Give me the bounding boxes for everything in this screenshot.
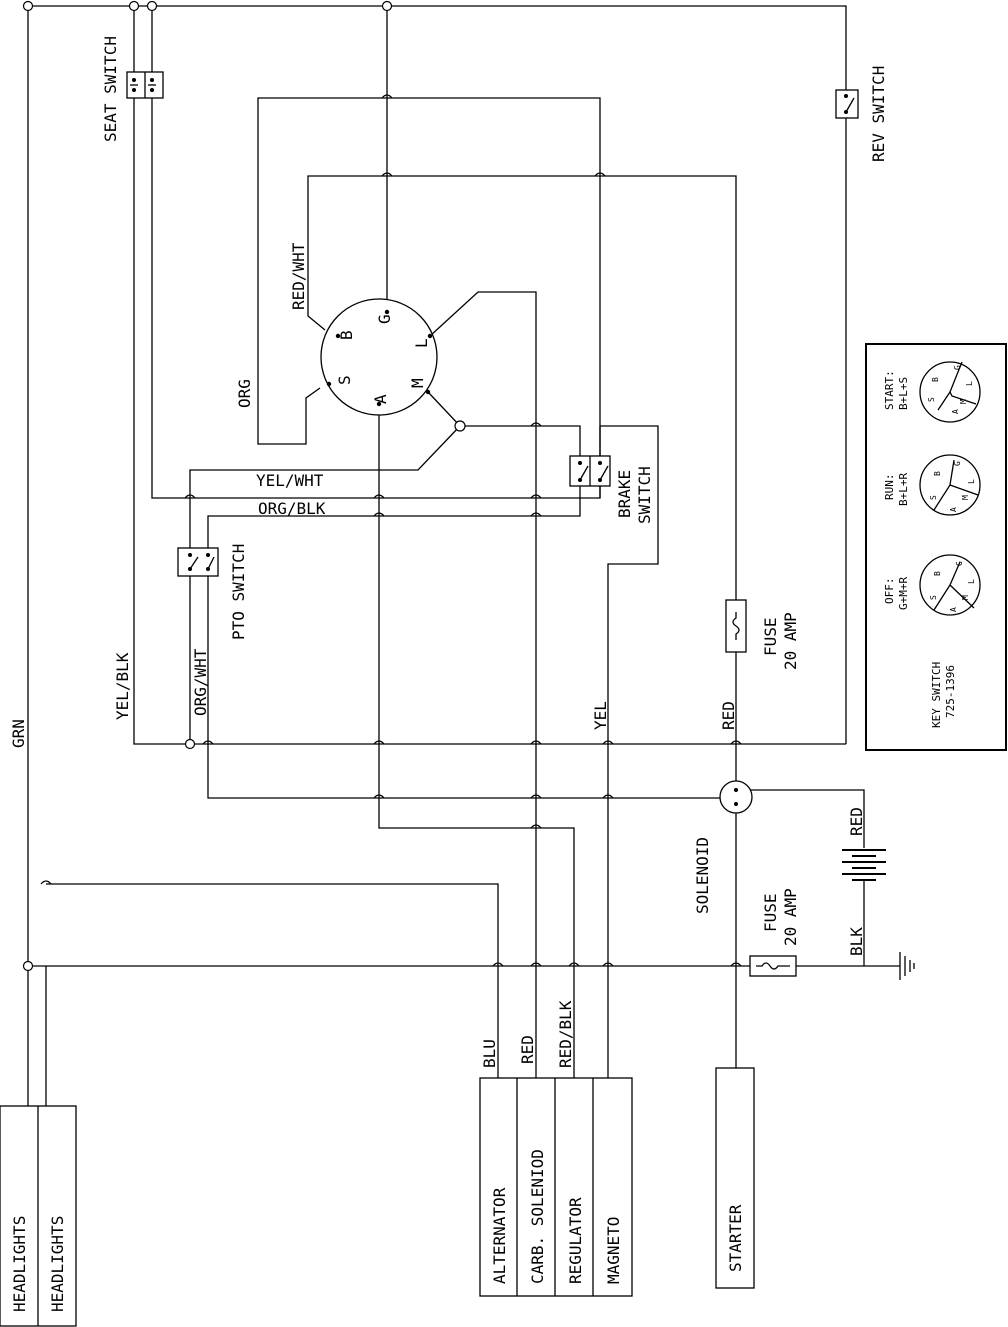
engine-block xyxy=(479,1077,633,1297)
ground-icon xyxy=(899,952,915,980)
wire-label-red-main: RED xyxy=(719,701,738,730)
run-dial-m: M xyxy=(961,495,970,500)
start-dial-b: B xyxy=(931,377,940,382)
label-fuse-lower-2: 20 AMP xyxy=(781,888,800,946)
label-seat-switch: SEAT SWITCH xyxy=(101,36,120,142)
start-dial-m: M xyxy=(959,399,968,404)
terminal-label-b: B xyxy=(337,330,356,340)
wire-label-org: ORG xyxy=(235,379,254,408)
wire-label-blk: BLK xyxy=(847,927,866,956)
off-dial-s: S xyxy=(929,595,938,600)
run-dial-b: B xyxy=(933,471,942,476)
label-regulator: REGULATOR xyxy=(566,1197,585,1284)
wire-label-yel-blk: YEL/BLK xyxy=(113,652,132,720)
fuse-lower xyxy=(749,955,797,977)
run-dial-s: S xyxy=(929,495,938,500)
solenoid xyxy=(719,780,753,814)
label-alternator: ALTERNATOR xyxy=(490,1187,509,1284)
headlights-block xyxy=(0,1105,77,1327)
legend-off-combo: G+M+R xyxy=(897,577,910,610)
off-dial-m: M xyxy=(961,595,970,600)
wire-label-red-battery: RED xyxy=(847,807,866,836)
label-starter: STARTER xyxy=(726,1204,745,1272)
run-dial-g: G xyxy=(953,461,962,466)
label-brake-switch-1: BRAKE xyxy=(615,470,634,518)
key-switch-legend xyxy=(865,343,1007,751)
run-dial-a: A xyxy=(949,507,958,512)
legend-title: KEY SWITCH xyxy=(930,662,943,728)
terminal-label-a: A xyxy=(371,394,390,404)
wire-label-grn: GRN xyxy=(9,719,28,748)
wire-label-yel: YEL xyxy=(591,701,610,730)
label-magneto: MAGNETO xyxy=(604,1217,623,1284)
terminal-label-l: L xyxy=(412,338,431,348)
legend-start-name: START: xyxy=(883,370,896,410)
wire-label-blu: BLU xyxy=(480,1039,499,1068)
label-brake-switch-2: SWITCH xyxy=(635,466,654,524)
starter-block xyxy=(715,1067,755,1289)
off-dial-l: L xyxy=(967,579,976,584)
wire-labels: GRN YEL/BLK ORG/WHT YEL/WHT ORG/BLK RED/… xyxy=(9,242,866,1068)
wire-label-org-wht: ORG/WHT xyxy=(191,648,210,716)
start-dial-s: S xyxy=(927,397,936,402)
wire-label-red-carb: RED xyxy=(518,1035,537,1064)
brake-switch xyxy=(569,455,611,487)
fuse-upper xyxy=(725,599,747,653)
off-dial-b: B xyxy=(933,571,942,576)
label-pto-switch: PTO SWITCH xyxy=(229,544,248,640)
battery xyxy=(842,849,886,881)
legend-run-name: RUN: xyxy=(883,474,896,501)
legend-start-combo: B+L+S xyxy=(897,377,910,410)
terminal-label-s: S xyxy=(335,375,354,385)
seat-switch xyxy=(126,71,164,99)
terminal-label-g: G xyxy=(375,314,394,324)
label-solenoid: SOLENOID xyxy=(693,837,712,914)
component-labels: HEADLIGHTS HEADLIGHTS ALTERNATOR CARB. S… xyxy=(10,36,888,1312)
wire-label-red-blk: RED/BLK xyxy=(556,1000,575,1068)
junction-nodes xyxy=(22,0,466,972)
legend-part-number: 725-1396 xyxy=(944,665,957,718)
label-fuse-upper-2: 20 AMP xyxy=(781,612,800,670)
terminal-label-m: M xyxy=(408,378,427,388)
wire-label-yel-wht: YEL/WHT xyxy=(256,471,324,490)
start-dial-l: L xyxy=(965,381,974,386)
wire-label-org-blk: ORG/BLK xyxy=(258,499,326,518)
label-headlights-2: HEADLIGHTS xyxy=(48,1216,67,1312)
wire-label-red-wht: RED/WHT xyxy=(289,242,308,310)
label-rev-switch: REV SWITCH xyxy=(869,66,888,162)
run-dial-l: L xyxy=(967,479,976,484)
label-carb-solenoid: CARB. SOLENIOD xyxy=(528,1149,547,1284)
wire-crossings xyxy=(40,94,742,967)
off-dial-g: G xyxy=(955,561,964,566)
key-switch: B G S L M A xyxy=(320,298,438,416)
label-fuse-lower-1: FUSE xyxy=(761,893,780,932)
start-dial-g: G xyxy=(953,365,962,370)
legend-labels: KEY SWITCH 725-1396 OFF: G+M+R RUN: B+L+… xyxy=(883,365,976,728)
label-headlights-1: HEADLIGHTS xyxy=(10,1216,29,1312)
start-dial-a: A xyxy=(951,409,960,414)
off-dial-a: A xyxy=(949,607,958,612)
wire-network xyxy=(27,5,900,1106)
legend-run-combo: B+L+R xyxy=(897,473,910,506)
legend-off-name: OFF: xyxy=(883,578,896,605)
rev-switch xyxy=(835,89,859,119)
pto-switch xyxy=(177,547,219,577)
label-fuse-upper-1: FUSE xyxy=(761,617,780,656)
key-switch-body xyxy=(320,298,438,416)
